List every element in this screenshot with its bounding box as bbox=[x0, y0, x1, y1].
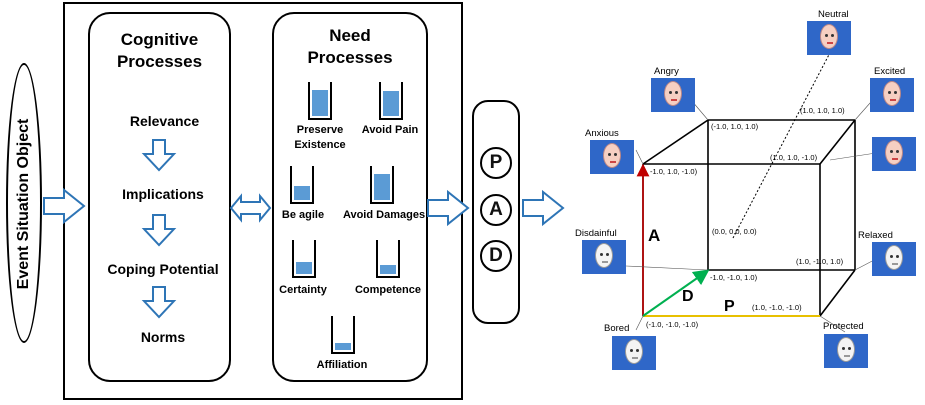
down-arrow-2 bbox=[141, 214, 177, 247]
neutral-face-icon bbox=[807, 21, 851, 55]
emotion-label-bored: Bored bbox=[604, 323, 630, 334]
need-label-preserve-1: Preserve bbox=[296, 124, 344, 136]
cognitive-title-1: Cognitive bbox=[120, 30, 199, 49]
need-tank-fill bbox=[294, 186, 310, 200]
pad-d-circle: D bbox=[480, 240, 512, 272]
bored-face-icon bbox=[612, 336, 656, 370]
arrow-pad-to-cube bbox=[522, 189, 565, 227]
coord-1-1-1: (1.0, 1.0, 1.0) bbox=[800, 106, 845, 115]
arrow-event-to-cognitive bbox=[43, 187, 86, 225]
arrow-need-to-pad bbox=[427, 189, 470, 227]
need-tank-fill bbox=[380, 265, 396, 274]
unlabeled-face-icon bbox=[872, 137, 916, 171]
coord-1-1-m1: (1.0, 1.0, -1.0) bbox=[770, 153, 818, 162]
axis-a-label: A bbox=[648, 226, 661, 245]
emotion-label-relaxed: Relaxed bbox=[858, 230, 893, 241]
need-tank-fill bbox=[296, 262, 312, 274]
pad-p-circle: P bbox=[480, 147, 512, 179]
need-tank-icon bbox=[292, 240, 316, 278]
pad-a-circle: A bbox=[480, 194, 512, 226]
need-tank-icon bbox=[379, 82, 403, 120]
excited-face-icon bbox=[870, 78, 914, 112]
protected-face-icon bbox=[824, 334, 868, 368]
need-label-avoid-damages: Avoid Damages bbox=[342, 209, 426, 221]
need-label-be-agile: Be agile bbox=[281, 209, 325, 221]
relaxed-face-icon bbox=[872, 242, 916, 276]
angry-face-icon bbox=[651, 78, 695, 112]
coord-1-m1-m1: (1.0, -1.0, -1.0) bbox=[752, 303, 802, 312]
neutral-dotted-line bbox=[732, 46, 834, 239]
need-title-1: Need bbox=[329, 26, 371, 45]
need-label-certainty: Certainty bbox=[279, 284, 327, 296]
emotion-label-neutral: Neutral bbox=[818, 9, 849, 20]
cognitive-step-implications: Implications bbox=[122, 186, 204, 202]
need-tank-fill bbox=[335, 343, 351, 350]
cube-edges bbox=[642, 119, 856, 317]
emotion-label-anxious: Anxious bbox=[585, 128, 619, 139]
axis-p-label: P bbox=[724, 298, 735, 315]
emotion-label-protected: Protected bbox=[823, 321, 864, 332]
arrow-cognitive-need bbox=[229, 193, 272, 223]
coord-0-0-0: (0.0, 0.0, 0.0) bbox=[712, 227, 757, 236]
cognitive-step-norms: Norms bbox=[140, 329, 186, 345]
cognitive-title-2: Processes bbox=[116, 52, 203, 71]
anxious-face-icon bbox=[590, 140, 634, 174]
coord-m1-m1-m1: (-1.0, -1.0, -1.0) bbox=[646, 320, 699, 329]
down-arrow-3 bbox=[141, 286, 177, 319]
need-tank-icon bbox=[376, 240, 400, 278]
coord-1-m1-1: (1.0, -1.0, 1.0) bbox=[796, 257, 844, 266]
need-label-competence: Competence bbox=[354, 284, 422, 296]
coord-m1-1-1: (-1.0, 1.0, 1.0) bbox=[711, 122, 759, 131]
need-tank-icon bbox=[290, 166, 314, 204]
d-axis-line bbox=[642, 269, 710, 317]
emotion-label-angry: Angry bbox=[654, 66, 679, 77]
need-label-affiliation: Affiliation bbox=[316, 359, 368, 371]
need-label-avoid-pain: Avoid Pain bbox=[361, 124, 419, 136]
need-tank-fill bbox=[374, 174, 390, 200]
event-oval bbox=[6, 63, 42, 343]
cognitive-step-relevance: Relevance bbox=[129, 113, 200, 129]
cognitive-step-coping: Coping Potential bbox=[107, 261, 219, 277]
need-tank-icon bbox=[308, 82, 332, 120]
need-tank-icon bbox=[331, 316, 355, 354]
need-label-preserve-2: Existence bbox=[294, 139, 346, 151]
need-title-2: Processes bbox=[307, 48, 393, 67]
emotion-label-excited: Excited bbox=[874, 66, 906, 77]
axis-d-label: D bbox=[682, 288, 694, 305]
down-arrow-1 bbox=[141, 139, 177, 172]
disdainful-face-icon bbox=[582, 240, 626, 274]
coord-m1-1-m1: -1.0, 1.0, -1.0) bbox=[650, 167, 698, 176]
emotion-label-disdainful: Disdainful bbox=[575, 228, 617, 239]
need-tank-fill bbox=[383, 91, 399, 116]
need-tank-fill bbox=[312, 90, 328, 116]
cognitive-box bbox=[88, 12, 231, 382]
coord-m1-m1-1: -1.0, -1.0, 1.0) bbox=[710, 273, 758, 282]
need-tank-icon bbox=[370, 166, 394, 204]
